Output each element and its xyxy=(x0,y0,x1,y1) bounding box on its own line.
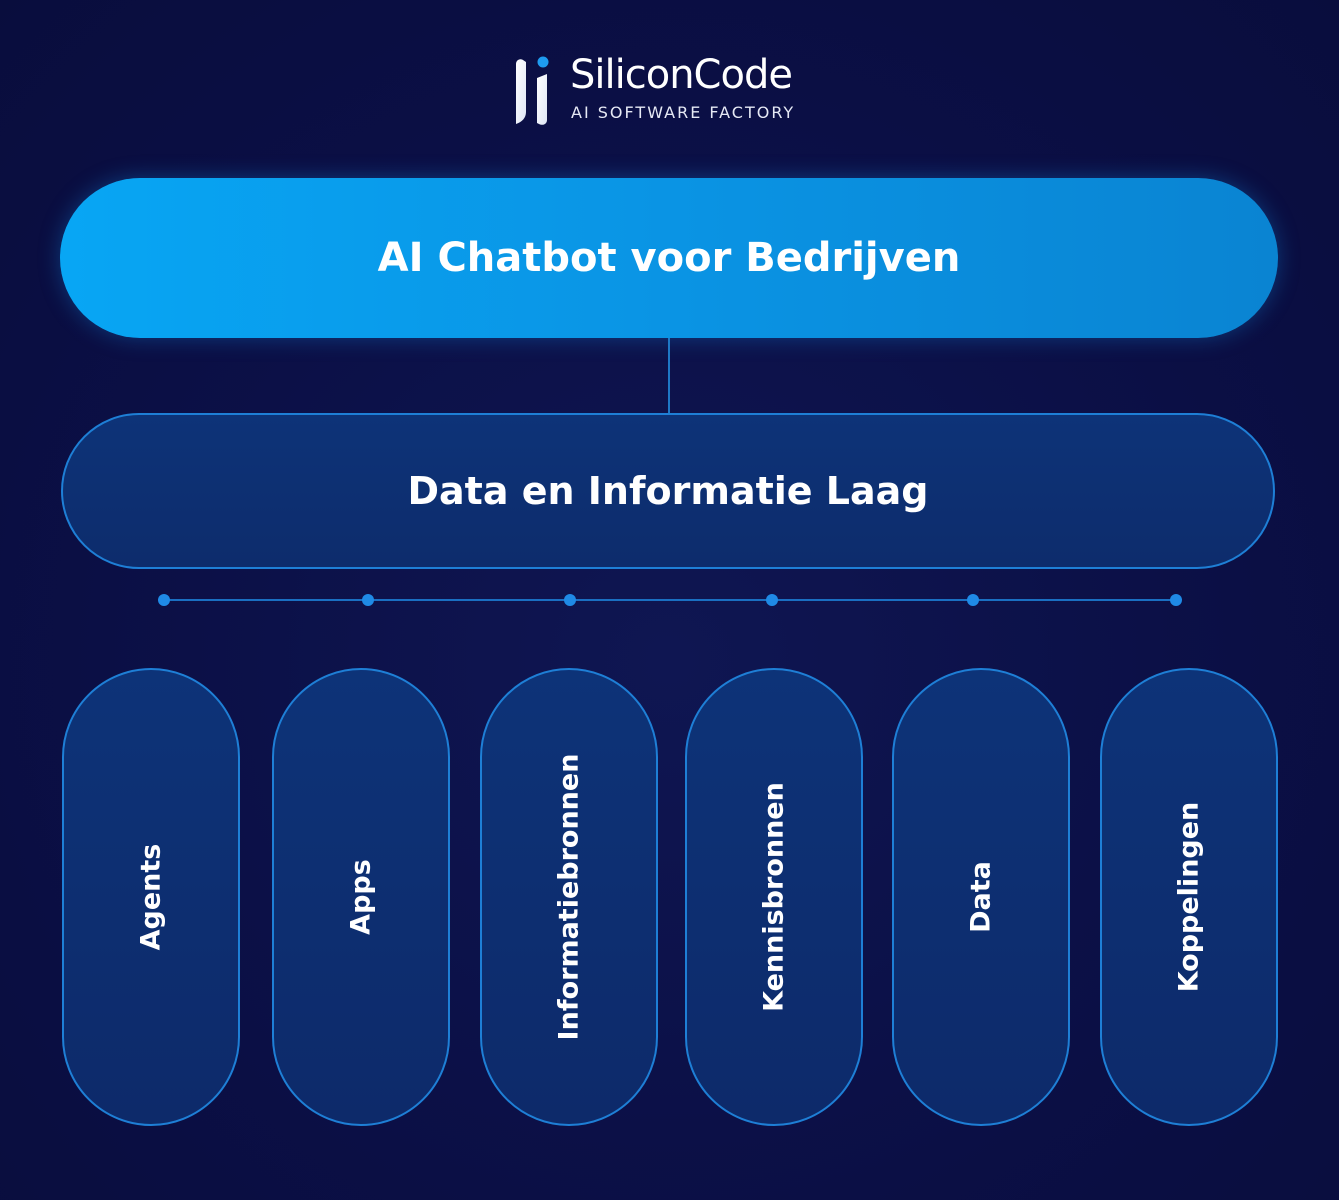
column-node-label: Apps xyxy=(345,859,377,935)
middle-node: Data en Informatie Laag xyxy=(61,413,1275,569)
column-node: Data xyxy=(892,668,1070,1126)
connector-dot xyxy=(766,594,778,606)
brand-logo: SiliconCode AI SOFTWARE FACTORY xyxy=(512,52,842,128)
column-node-label: Agents xyxy=(135,843,167,951)
brand-name: SiliconCode xyxy=(570,52,793,98)
connector-dot xyxy=(967,594,979,606)
column-node-label: Informatiebronnen xyxy=(553,753,585,1041)
connector-dot xyxy=(1170,594,1182,606)
column-node: Agents xyxy=(62,668,240,1126)
top-connector-line xyxy=(668,338,670,414)
column-node: Apps xyxy=(272,668,450,1126)
siliconcode-logo-icon xyxy=(516,56,549,125)
connector-dot xyxy=(564,594,576,606)
branch-connector-line xyxy=(164,599,1176,601)
middle-node-label: Data en Informatie Laag xyxy=(407,469,929,513)
brand-tagline: AI SOFTWARE FACTORY xyxy=(571,103,796,122)
connector-dot xyxy=(362,594,374,606)
column-node: Kennisbronnen xyxy=(685,668,863,1126)
column-node-label: Koppelingen xyxy=(1173,801,1205,993)
top-node-label: AI Chatbot voor Bedrijven xyxy=(377,235,961,281)
column-node: Informatiebronnen xyxy=(480,668,658,1126)
column-node: Koppelingen xyxy=(1100,668,1278,1126)
column-node-label: Kennisbronnen xyxy=(758,782,790,1012)
top-node: AI Chatbot voor Bedrijven xyxy=(60,178,1278,338)
column-node-label: Data xyxy=(965,861,997,933)
connector-dot xyxy=(158,594,170,606)
